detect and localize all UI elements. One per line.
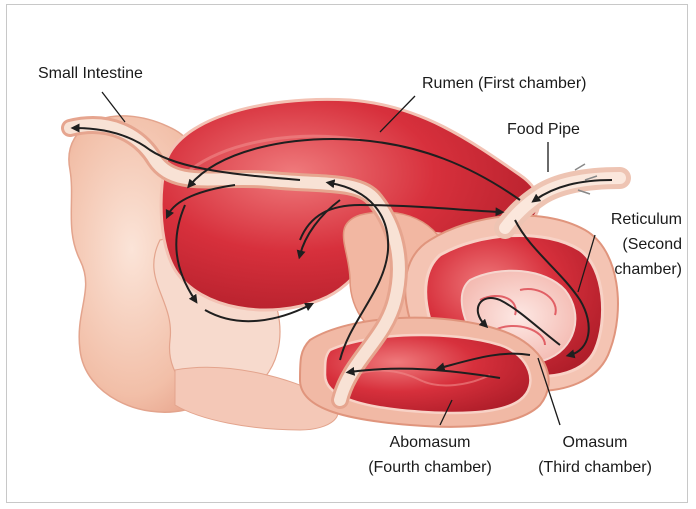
label-abomasum-line2: (Fourth chamber)	[355, 457, 505, 479]
label-small-intestine: Small Intestine	[38, 63, 143, 85]
label-rumen: Rumen (First chamber)	[422, 73, 586, 95]
abomasum	[300, 318, 549, 427]
label-reticulum: Reticulum	[580, 209, 682, 231]
label-reticulum-line3: chamber)	[580, 259, 682, 281]
label-omasum: Omasum	[520, 432, 670, 454]
label-abomasum: Abomasum	[355, 432, 505, 454]
label-reticulum-line2: (Second	[580, 234, 682, 256]
label-food-pipe: Food Pipe	[507, 119, 580, 141]
label-omasum-line2: (Third chamber)	[520, 457, 670, 479]
